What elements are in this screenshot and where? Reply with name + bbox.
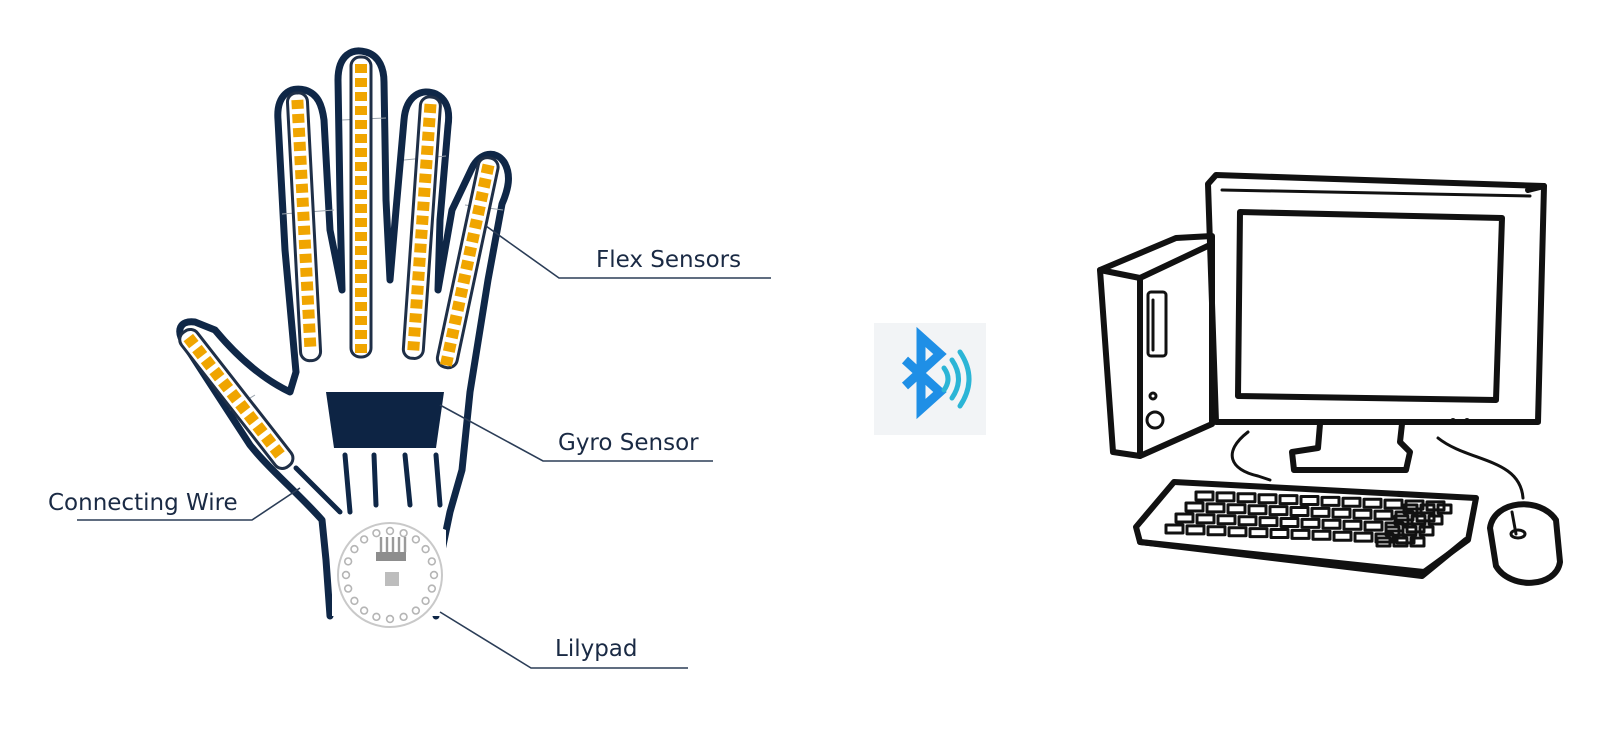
flex-sensor-index xyxy=(285,91,323,363)
flex-sensor-thumb xyxy=(178,327,295,470)
bluetooth-icon xyxy=(874,323,986,435)
flex-sensor-pinky xyxy=(435,156,500,370)
flex-sensor-middle xyxy=(349,55,373,359)
lilypad-board xyxy=(332,517,446,628)
flex-sensors-label: Flex Sensors xyxy=(596,247,741,273)
smart-glove xyxy=(176,47,512,628)
gyro-sensor-block xyxy=(326,392,444,448)
flex-sensor-ring xyxy=(401,95,442,360)
gyro-sensor-leader xyxy=(439,404,713,462)
lilypad-label: Lilypad xyxy=(555,636,638,662)
connecting-wire-label: Connecting Wire xyxy=(48,490,238,516)
keyboard-keys xyxy=(1164,490,1453,548)
connecting-wire-leader xyxy=(77,487,301,521)
glove-outline xyxy=(176,47,512,620)
label-leaders xyxy=(77,225,771,669)
desktop-computer-icon xyxy=(1097,172,1563,586)
connecting-wires xyxy=(293,452,443,515)
lilypad-leader xyxy=(439,611,688,669)
gyro-sensor-label: Gyro Sensor xyxy=(558,430,699,456)
flex-sensors-leader xyxy=(485,225,771,279)
